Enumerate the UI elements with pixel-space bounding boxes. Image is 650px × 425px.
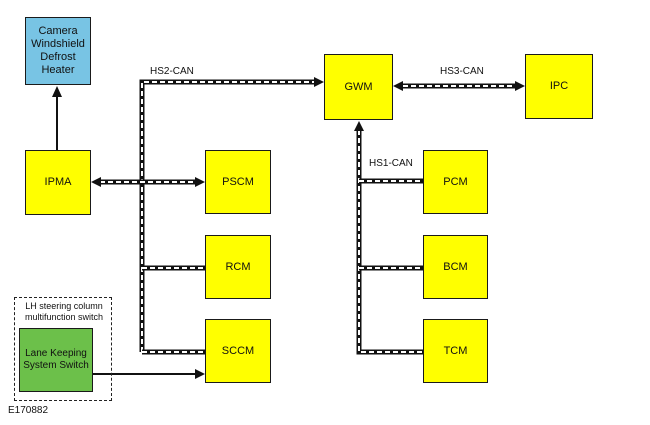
group-label-text: LH steering column multifunction switch — [24, 301, 104, 322]
gwm-label: GWM — [344, 80, 373, 93]
camera-heater-label: Camera Windshield Defrost Heater — [31, 25, 85, 76]
pcm-box: PCM — [423, 150, 488, 214]
bcm-label: BCM — [443, 260, 468, 273]
figure-id: E170882 — [8, 405, 49, 416]
bcm-box: BCM — [423, 235, 488, 299]
hs2-arrow-head — [314, 77, 324, 87]
camera-windshield-defrost-heater-box: Camera Windshield Defrost Heater — [25, 17, 91, 85]
ipc-box: IPC — [525, 54, 593, 119]
hs2-can-label: HS2-CAN — [150, 66, 194, 77]
ipma-heater-link — [52, 86, 62, 150]
switch-sccm-link — [93, 369, 205, 379]
sccm-box: SCCM — [205, 319, 271, 383]
lane-keeping-system-switch-box: Lane Keeping System Switch — [19, 328, 93, 392]
pscm-box: PSCM — [205, 150, 271, 214]
rcm-label: RCM — [225, 260, 251, 273]
sccm-label: SCCM — [221, 344, 255, 357]
gwm-box: GWM — [324, 54, 393, 120]
ipma-label: IPMA — [44, 176, 72, 188]
pscm-label: PSCM — [222, 175, 254, 188]
tcm-label: TCM — [443, 344, 468, 357]
ipma-box: IPMA — [25, 150, 91, 215]
lane-keeping-label: Lane Keeping System Switch — [23, 348, 89, 371]
hs2-can-bus — [139, 77, 324, 355]
tcm-box: TCM — [423, 319, 488, 383]
hs1-can-bus — [354, 121, 423, 355]
ipma-pscm-link — [91, 177, 205, 187]
hs1-can-label: HS1-CAN — [369, 158, 413, 169]
ipc-label: IPC — [549, 80, 569, 92]
hs3-can-label: HS3-CAN — [440, 66, 484, 77]
rcm-box: RCM — [205, 235, 271, 299]
lh-steering-column-group — [14, 297, 112, 401]
pcm-label: PCM — [443, 175, 468, 188]
hs3-can-bus — [393, 81, 525, 91]
lh-steering-column-label: LH steering column multifunction switch — [16, 301, 112, 323]
